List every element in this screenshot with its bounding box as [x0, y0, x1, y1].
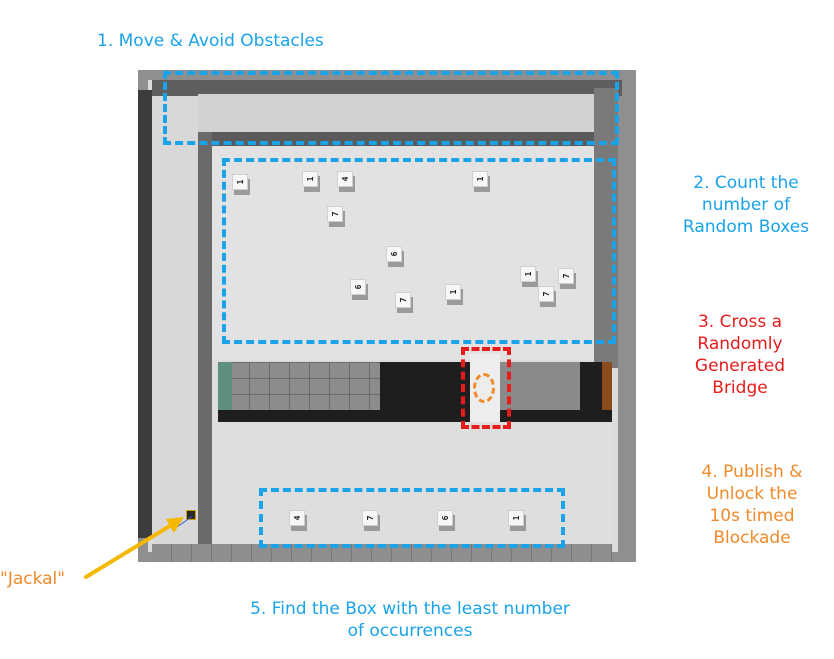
zone-count-boxes — [222, 158, 616, 344]
brown-block — [602, 362, 612, 410]
zone-bridge — [461, 347, 511, 429]
bridge-right — [500, 362, 580, 410]
left-wall-shadow — [138, 90, 152, 538]
step1-label: 1. Move & Avoid Obstacles — [97, 31, 324, 51]
step5-label: 5. Find the Box with the least number of… — [250, 599, 570, 641]
step4-label: 4. Publish & Unlock the 10s timed Blocka… — [701, 462, 803, 548]
zone-move-avoid — [163, 71, 619, 145]
top-corridor — [152, 80, 622, 96]
inner-left-wall — [198, 132, 212, 552]
jackal-robot — [186, 510, 196, 520]
top-corridor-floor — [198, 94, 618, 134]
teal-block — [218, 362, 232, 410]
main-field — [212, 146, 594, 360]
tile-area — [230, 362, 380, 410]
robot-label: "Jackal" — [0, 569, 66, 589]
left-corridor — [152, 84, 202, 554]
bottom-tiles — [152, 544, 612, 562]
step2-label: 2. Count the number of Random Boxes — [682, 173, 810, 237]
zone-blockade — [473, 373, 495, 403]
zone-find-box — [259, 488, 565, 548]
step3-label: 3. Cross a Randomly Generated Bridge — [694, 312, 786, 398]
lower-field — [218, 422, 612, 544]
robot-arrow-icon — [84, 517, 184, 579]
